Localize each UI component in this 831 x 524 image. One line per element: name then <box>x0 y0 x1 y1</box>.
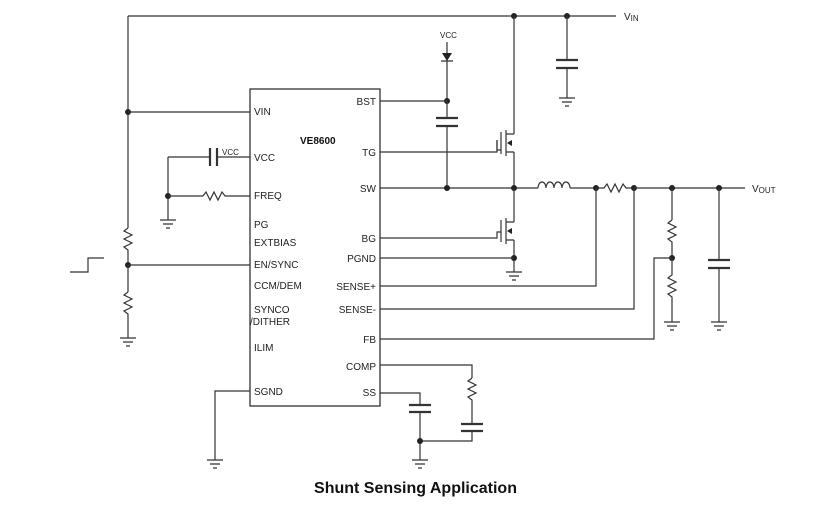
pin-freq: FREQ <box>254 191 282 202</box>
pin-fb: FB <box>363 335 376 346</box>
feedback-resistor-top <box>666 219 678 258</box>
ground-symbol <box>559 97 575 107</box>
soft-start-capacitor <box>409 403 431 414</box>
vout-label: VOUT <box>752 184 776 195</box>
pin-comp: COMP <box>346 362 376 373</box>
pin-sgnd: SGND <box>254 387 283 398</box>
en-divider-resistor-bottom <box>122 291 134 338</box>
ic-body <box>249 88 381 407</box>
low-side-mosfet <box>500 218 514 244</box>
en-divider-resistor-top <box>122 227 134 265</box>
bootstrap-capacitor <box>436 116 458 128</box>
pin-sw: SW <box>360 184 377 195</box>
pin-dither: /DITHER <box>250 317 290 328</box>
ground-symbol <box>711 321 727 331</box>
high-side-mosfet <box>500 130 514 156</box>
mosfet-arrow <box>507 228 512 234</box>
shunt-resistor <box>596 182 634 194</box>
pin-ccm-dem: CCM/DEM <box>254 281 302 292</box>
bootstrap-diode <box>442 53 452 61</box>
ground-symbol <box>120 337 136 347</box>
vcc-top-label: VCC <box>440 31 457 40</box>
pin-vcc: VCC <box>254 153 275 164</box>
diagram-caption: Shunt Sensing Application <box>314 480 517 497</box>
mosfet-arrow <box>507 140 512 146</box>
pin-sense-plus: SENSE+ <box>336 282 376 293</box>
pin-ss: SS <box>363 388 377 399</box>
pin-sense-minus: SENSE- <box>339 305 376 316</box>
pin-pgnd: PGND <box>347 254 376 265</box>
output-inductor <box>537 181 571 189</box>
ground-symbol <box>412 459 428 469</box>
pin-vin: VIN <box>254 107 271 118</box>
ground-symbol <box>207 459 223 469</box>
ground-symbol <box>160 219 176 229</box>
comp-resistor <box>466 377 478 424</box>
pin-pg: PG <box>254 220 269 231</box>
pin-en-sync: EN/SYNC <box>254 260 298 271</box>
junction-dot <box>444 185 450 191</box>
ground-symbol <box>664 321 680 331</box>
vin-capacitor <box>556 58 578 70</box>
output-capacitor <box>708 258 730 270</box>
pin-bst: BST <box>357 97 376 108</box>
enable-step-waveform <box>70 257 104 273</box>
chip-name: VE8600 <box>300 136 336 147</box>
pin-ilim: ILIM <box>254 343 273 354</box>
pin-extbias: EXTBIAS <box>254 238 297 249</box>
freq-resistor <box>202 190 250 202</box>
vcc-cap-label: VCC <box>222 148 239 157</box>
pin-tg: TG <box>362 148 376 159</box>
junction-dot <box>417 438 423 444</box>
feedback-resistor-bottom <box>666 258 678 322</box>
pin-synco: SYNCO <box>254 305 290 316</box>
comp-capacitor <box>461 422 483 433</box>
pin-bg: BG <box>362 234 377 245</box>
vin-label: VIN <box>624 12 639 23</box>
ground-symbol <box>506 271 522 281</box>
vcc-capacitor <box>208 148 219 166</box>
